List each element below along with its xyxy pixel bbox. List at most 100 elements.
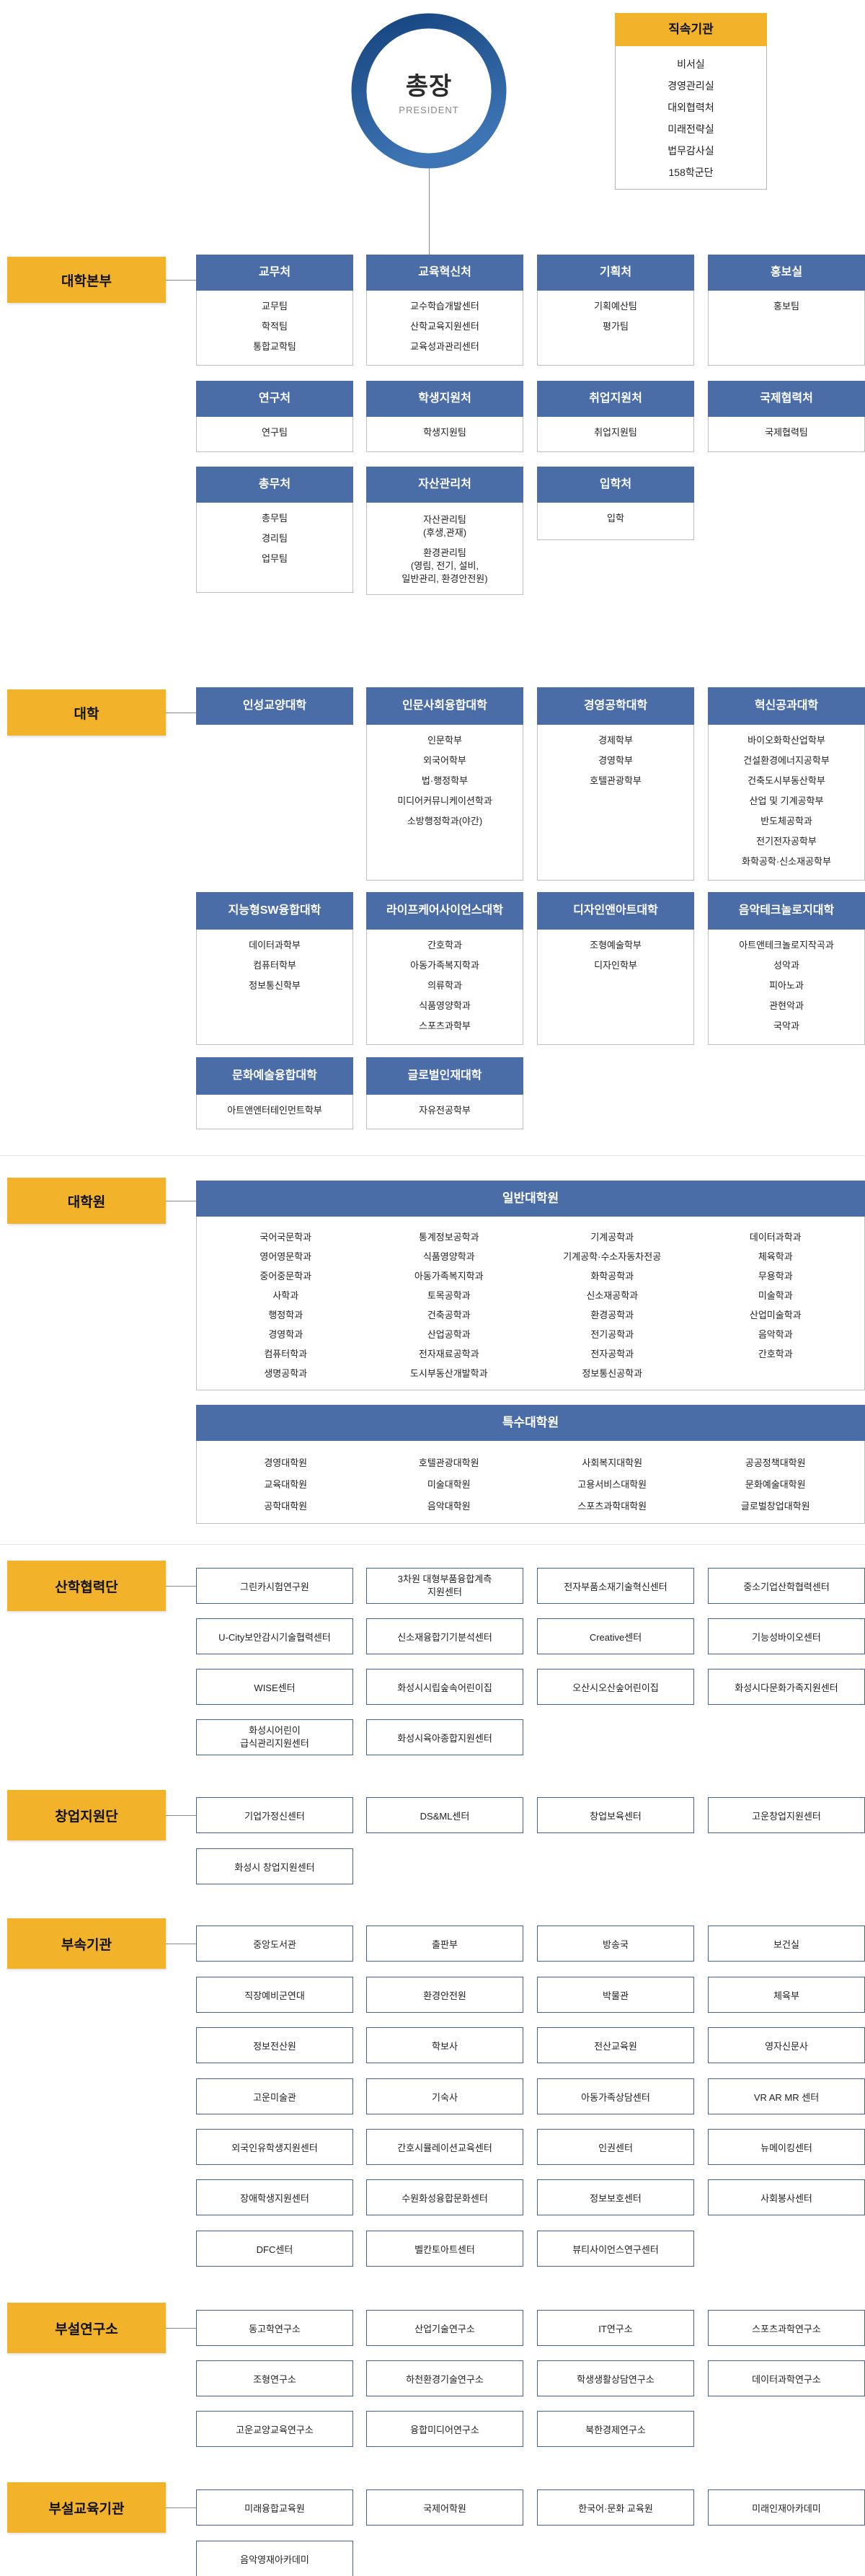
dept-box-header: 디자인앤아트대학 xyxy=(537,892,694,930)
dept-box-item: 피아노과 xyxy=(769,980,804,991)
dept-box-body: 입학 xyxy=(537,503,694,540)
org-unit-box: 뷰티사이언스연구센터 xyxy=(537,2231,694,2267)
org-unit-box: 아동가족상담센터 xyxy=(537,2078,694,2114)
grad-dept-item xyxy=(694,1363,858,1382)
grad-dept-item: 기계공학·수소자동차전공 xyxy=(563,1251,662,1262)
org-unit-box: 사회봉사센터 xyxy=(708,2179,865,2215)
grad-dept-item: 체육학과 xyxy=(758,1251,793,1262)
dept-box-header: 라이프케어사이언스대학 xyxy=(366,892,523,930)
dept-box-body: 학생지원팀 xyxy=(366,417,523,452)
dept-box-header: 혁신공과대학 xyxy=(708,687,865,725)
org-unit-box: 박물관 xyxy=(537,1977,694,2013)
org-unit-box: 미래인재아카데미 xyxy=(708,2489,865,2526)
org-unit-box: VR AR MR 센터 xyxy=(708,2078,865,2114)
dept-box-body: 홍보팀 xyxy=(708,291,865,366)
dept-box-item: 기획예산팀 xyxy=(594,301,637,312)
president-circle: 총장 PRESIDENT xyxy=(342,4,515,177)
dept-box-header: 기획처 xyxy=(537,255,694,291)
grad-dept-item: 식품영양학과 xyxy=(422,1251,475,1262)
dept-box: 인성교양대학 xyxy=(196,687,353,725)
dept-box-header: 문화예술융합대학 xyxy=(196,1057,353,1095)
org-unit-box: 조형연구소 xyxy=(196,2360,353,2396)
direct-org-item: 비서실 xyxy=(677,58,705,70)
grad-dept-item: 경영대학원 xyxy=(264,1457,308,1468)
org-unit-box: 하천환경기술연구소 xyxy=(366,2360,523,2396)
text-line: 일반관리, 환경안전원) xyxy=(402,573,488,584)
grad-dept-item: 컴퓨터학과 xyxy=(264,1349,308,1359)
org-unit-box: 정보전산원 xyxy=(196,2027,353,2063)
grad-dept-item: 토목공학과 xyxy=(427,1290,471,1301)
grad-dept-item: 미술대학원 xyxy=(427,1478,471,1490)
dept-box-item: 아트앤엔터테인먼트학부 xyxy=(227,1105,322,1116)
org-unit-box: 신소재융합기기분석센터 xyxy=(366,1618,523,1654)
dept-box-header: 입학처 xyxy=(537,467,694,503)
org-unit-box: 벨칸토아트센터 xyxy=(366,2231,523,2267)
org-unit-box: 국제어학원 xyxy=(366,2489,523,2526)
org-unit-box: 수원화성융합문화센터 xyxy=(366,2179,523,2215)
dept-box-item: 평가팀 xyxy=(603,321,629,332)
grad-dept-item: 미술학과 xyxy=(758,1290,793,1301)
section-divider xyxy=(0,1155,865,1156)
dept-box-item: 자산관리팀(후생,관재) xyxy=(370,513,520,539)
text-line: 급식관리지원센터 xyxy=(240,1738,309,1749)
dept-box-item: 외국어학부 xyxy=(423,755,466,766)
org-unit-box: 전산교육원 xyxy=(537,2027,694,2063)
org-unit-box: WISE센터 xyxy=(196,1669,353,1705)
dept-box-header: 교무처 xyxy=(196,255,353,291)
org-unit-box: 기업가정신센터 xyxy=(196,1797,353,1833)
grad-dept-item: 아동가족복지학과 xyxy=(414,1271,484,1282)
direct-org-item: 경영관리실 xyxy=(667,80,714,92)
section-label-bonbu: 대학본부 xyxy=(7,257,166,303)
section-label-startup: 창업지원단 xyxy=(7,1790,166,1840)
grad-dept-item: 전기공학과 xyxy=(590,1329,634,1340)
dept-box-item: 건축도시부동산학부 xyxy=(748,775,825,786)
grad-dept-item: 음악학과 xyxy=(758,1329,793,1340)
grad-dept-item: 사학과 xyxy=(272,1290,299,1301)
grad-dept-item: 고용서비스대학원 xyxy=(577,1478,647,1490)
dept-box-body: 국제협력팀 xyxy=(708,417,865,452)
connector-line xyxy=(166,1586,196,1587)
org-unit-box: IT연구소 xyxy=(537,2310,694,2346)
org-unit-box: 데이터과학연구소 xyxy=(708,2360,865,2396)
direct-org-item: 대외협력처 xyxy=(667,102,714,113)
org-unit-box: 스포츠과학연구소 xyxy=(708,2310,865,2346)
org-unit-box: 기숙사 xyxy=(366,2078,523,2114)
grad-dept-item: 영어영문학과 xyxy=(260,1251,312,1262)
grad-dept-item: 공학대학원 xyxy=(264,1500,308,1512)
org-unit-box: 인권센터 xyxy=(537,2129,694,2165)
org-unit-box: 화성시다문화가족지원센터 xyxy=(708,1669,865,1705)
dept-box-header: 인문사회융합대학 xyxy=(366,687,523,725)
org-unit-box: 산업기술연구소 xyxy=(366,2310,523,2346)
dept-box-item: 식품영양학과 xyxy=(419,1000,471,1011)
text-line: 3차원 대형부품융합계측 xyxy=(397,1574,492,1584)
dept-box-body: 취업지원팀 xyxy=(537,417,694,452)
dept-box-item: 아트앤테크놀로지작곡과 xyxy=(739,940,834,950)
grad-dept-item: 경영학과 xyxy=(268,1329,303,1340)
grad-dept-item: 환경공학과 xyxy=(590,1310,634,1320)
section-label-research: 부설연구소 xyxy=(7,2303,166,2353)
org-unit-box: 오산시오산숲어린이집 xyxy=(537,1669,694,1705)
direct-org-item: 158학군단 xyxy=(668,167,714,178)
dept-box-body: 자유전공학부 xyxy=(366,1095,523,1129)
grad-dept-item: 간호학과 xyxy=(758,1349,793,1359)
dept-box-item: 컴퓨터학부 xyxy=(253,960,296,971)
dept-box-header: 자산관리처 xyxy=(366,467,523,503)
dept-box-item: 소방행정학과(야간) xyxy=(407,816,483,826)
section-label-sanhak: 산학협력단 xyxy=(7,1561,166,1611)
